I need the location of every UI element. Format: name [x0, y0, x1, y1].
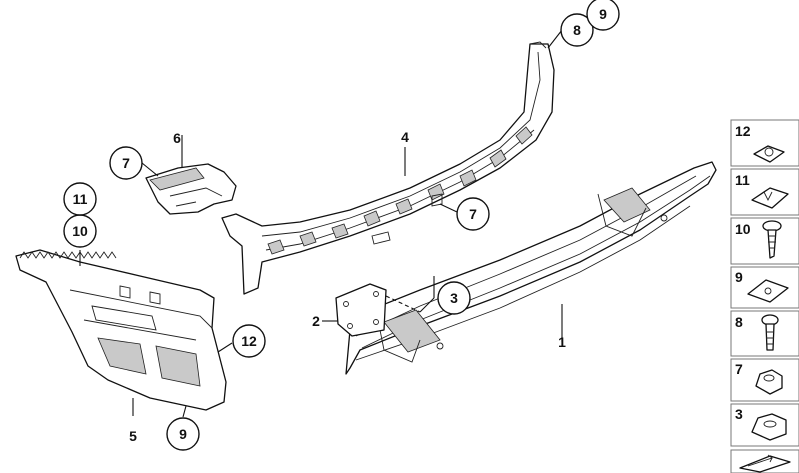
part-1-beam	[345, 161, 717, 375]
callout-7-right: 7	[456, 197, 490, 231]
fastener-legend: 12 11 10 9 8	[730, 119, 799, 473]
legend-label: 7	[735, 361, 743, 377]
callout-label: 1	[558, 334, 566, 350]
nut-clip-icon	[753, 145, 785, 163]
callout-3: 3	[437, 281, 471, 315]
legend-item-9: 9	[730, 266, 799, 309]
legend-item-8: 8	[730, 310, 799, 357]
callout-5: 5	[129, 428, 137, 444]
callout-label: 8	[573, 22, 581, 38]
legend-item-11: 11	[730, 168, 799, 216]
callout-4: 4	[401, 129, 409, 145]
callout-8: 8	[560, 13, 594, 47]
legend-item-3: 3	[730, 403, 799, 447]
callout-2: 2	[312, 313, 320, 329]
part-4-carrier	[221, 41, 555, 295]
legend-label: 8	[735, 314, 743, 330]
leader-lines	[79, 29, 563, 418]
legend-label: 3	[735, 406, 743, 422]
callout-label: 7	[122, 155, 130, 171]
legend-label: 12	[735, 123, 751, 139]
callout-label: 11	[73, 191, 88, 207]
part-2-plate	[335, 283, 421, 337]
callout-label: 9	[599, 6, 607, 22]
callout-label: 6	[173, 130, 181, 146]
clip-nut-icon	[747, 279, 789, 303]
callout-label: 5	[129, 428, 137, 444]
hex-nut-icon	[755, 369, 783, 395]
legend-label: 11	[735, 172, 750, 188]
callout-label: 12	[241, 333, 257, 349]
callout-label: 3	[450, 290, 458, 306]
part-6-bracket	[145, 163, 237, 215]
legend-label: 10	[735, 221, 751, 237]
callout-label: 7	[469, 206, 477, 222]
callout-9-top: 9	[586, 0, 620, 31]
callout-12: 12	[232, 324, 266, 358]
callout-label: 10	[72, 223, 88, 239]
callout-10: 10	[63, 214, 97, 248]
arrow-icon	[739, 455, 791, 473]
callout-label: 2	[312, 313, 320, 329]
callout-9-bottom: 9	[166, 417, 200, 451]
legend-label: 9	[735, 269, 743, 285]
legend-item-10: 10	[730, 217, 799, 265]
legend-footer-arrow	[730, 449, 799, 473]
callout-6: 6	[173, 130, 181, 146]
callout-1: 1	[558, 334, 566, 350]
callout-label: 4	[401, 129, 409, 145]
legend-item-12: 12	[730, 119, 799, 167]
callout-7-left: 7	[109, 146, 143, 180]
legend-item-7: 7	[730, 358, 799, 402]
part-5-guide	[15, 249, 227, 411]
callout-11: 11	[63, 182, 97, 216]
callout-label: 9	[179, 426, 187, 442]
